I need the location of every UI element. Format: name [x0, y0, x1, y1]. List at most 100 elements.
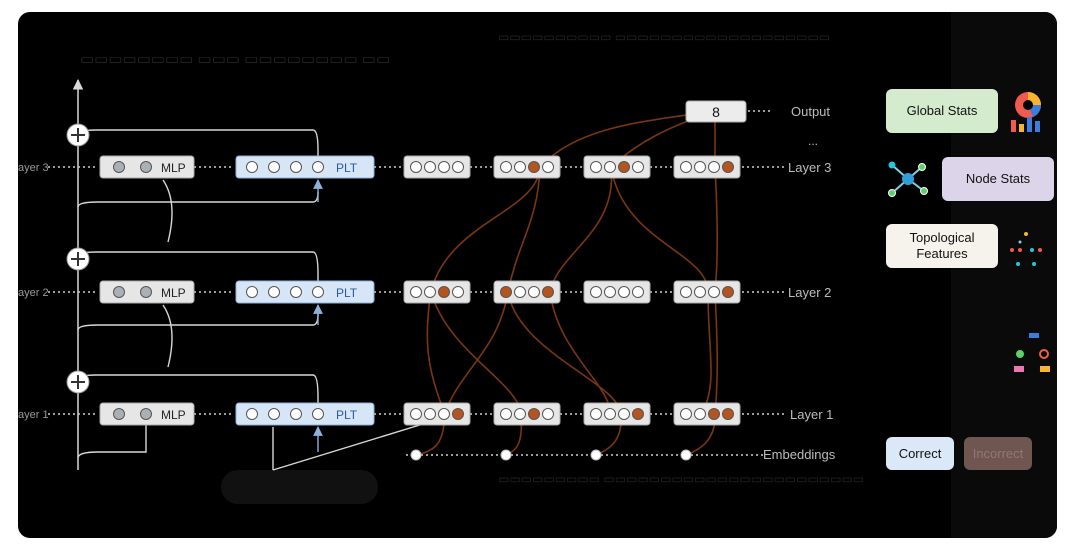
node — [680, 161, 692, 173]
embedding-points — [410, 449, 692, 461]
node — [694, 286, 706, 298]
node — [514, 408, 526, 420]
active-node — [528, 161, 540, 173]
node — [514, 286, 526, 298]
svg-text:PLT: PLT — [336, 161, 358, 175]
layer-2-label: Layer 2 — [788, 285, 831, 300]
plt-block: PLT — [235, 155, 375, 179]
diagram-frame: ▭▭▭▭▭▭▭▭ ▭▭▭ ▭▭▭▭▭▭▭▭ ▭▭ ▭▭▭▭▭▭▭▭▭▭ ▭▭▭▭… — [18, 12, 1057, 538]
active-node — [722, 161, 734, 173]
token-node-group — [493, 402, 561, 426]
topological-label-line1: Topological — [909, 230, 975, 245]
ghost-text: ▭▭▭▭▭▭▭▭▭ ▭▭▭▭▭▭▭▭▭▭▭▭▭▭▭▭▭▭▭▭▭▭▭ — [498, 472, 865, 486]
node — [708, 286, 720, 298]
node — [590, 161, 602, 173]
legend-marker-icons — [1014, 333, 1050, 372]
active-node — [542, 286, 554, 298]
topological-features-badge: Topological Features — [886, 224, 998, 268]
layer-3-label: Layer 3 — [788, 160, 831, 175]
token-node-group — [673, 402, 741, 426]
architecture-diagram: MLP MLP MLP PLT PLT PLT — [18, 78, 1050, 471]
ghost-text: ▭▭▭▭▭▭▭▭▭▭ ▭▭▭▭▭▭▭▭▭▭▭▭▭▭▭▭▭▭▭ — [498, 30, 831, 44]
node — [680, 286, 692, 298]
active-node — [438, 286, 450, 298]
node — [424, 286, 436, 298]
topology-icon — [1010, 232, 1042, 266]
node — [604, 408, 616, 420]
token-node-group — [583, 402, 651, 426]
node — [680, 408, 692, 420]
incorrect-badge: Incorrect — [964, 437, 1032, 470]
node — [410, 161, 422, 173]
node — [590, 408, 602, 420]
node — [604, 286, 616, 298]
ghost-button — [221, 470, 378, 504]
svg-text:MLP: MLP — [161, 286, 186, 300]
node — [500, 408, 512, 420]
svg-text:PLT: PLT — [336, 286, 358, 300]
token-node-group — [493, 155, 561, 179]
ghost-text: ▭▭▭▭▭▭▭▭ ▭▭▭ ▭▭▭▭▭▭▭▭ ▭▭ — [80, 51, 391, 68]
layer-lines — [48, 110, 784, 456]
active-node — [618, 161, 630, 173]
active-node — [528, 408, 540, 420]
output-label: Output — [791, 104, 830, 119]
node — [424, 408, 436, 420]
node — [410, 408, 422, 420]
node-stats-badge: Node Stats — [942, 157, 1054, 201]
node — [632, 161, 644, 173]
node — [542, 408, 554, 420]
plt-block: PLT — [235, 402, 375, 426]
mlp-block: MLP — [99, 280, 195, 304]
svg-text:8: 8 — [712, 104, 720, 120]
global-stats-badge: Global Stats — [886, 89, 998, 133]
node — [590, 286, 602, 298]
topological-label-line2: Features — [916, 246, 968, 261]
node — [528, 286, 540, 298]
output-ellipsis: ... — [808, 134, 818, 148]
node — [452, 161, 464, 173]
token-node-group — [493, 280, 561, 304]
svg-text:MLP: MLP — [161, 161, 186, 175]
node — [410, 286, 422, 298]
node — [604, 161, 616, 173]
node — [618, 408, 630, 420]
node — [424, 161, 436, 173]
svg-text:MLP: MLP — [161, 408, 186, 422]
mlp-block: MLP — [99, 402, 195, 426]
embeddings-label: Embeddings — [763, 447, 836, 462]
plus-icon — [66, 123, 90, 394]
node — [438, 161, 450, 173]
node — [618, 286, 630, 298]
left-layer-1-label: ayer 1 — [18, 409, 49, 421]
active-node — [632, 408, 644, 420]
token-node-group — [673, 155, 741, 179]
token-node-groups — [403, 155, 741, 426]
token-node-group — [403, 402, 471, 426]
layer-1-label: Layer 1 — [790, 407, 833, 422]
active-node — [722, 408, 734, 420]
node — [438, 408, 450, 420]
node-network-icon — [888, 161, 928, 197]
token-node-group — [583, 155, 651, 179]
node — [452, 286, 464, 298]
node — [542, 161, 554, 173]
node — [514, 161, 526, 173]
token-node-group — [403, 280, 471, 304]
chart-icon — [1011, 92, 1041, 132]
node — [694, 161, 706, 173]
active-node — [452, 408, 464, 420]
active-node — [722, 286, 734, 298]
node — [500, 161, 512, 173]
active-node — [708, 408, 720, 420]
output-box: 8 — [685, 100, 747, 123]
svg-text:PLT: PLT — [336, 408, 358, 422]
node — [708, 161, 720, 173]
correct-badge: Correct — [886, 437, 954, 470]
node — [694, 408, 706, 420]
token-node-group — [583, 280, 651, 304]
left-layer-2-label: ayer 2 — [18, 287, 49, 299]
mlp-block: MLP — [99, 155, 195, 179]
token-node-group — [403, 155, 471, 179]
node — [632, 286, 644, 298]
